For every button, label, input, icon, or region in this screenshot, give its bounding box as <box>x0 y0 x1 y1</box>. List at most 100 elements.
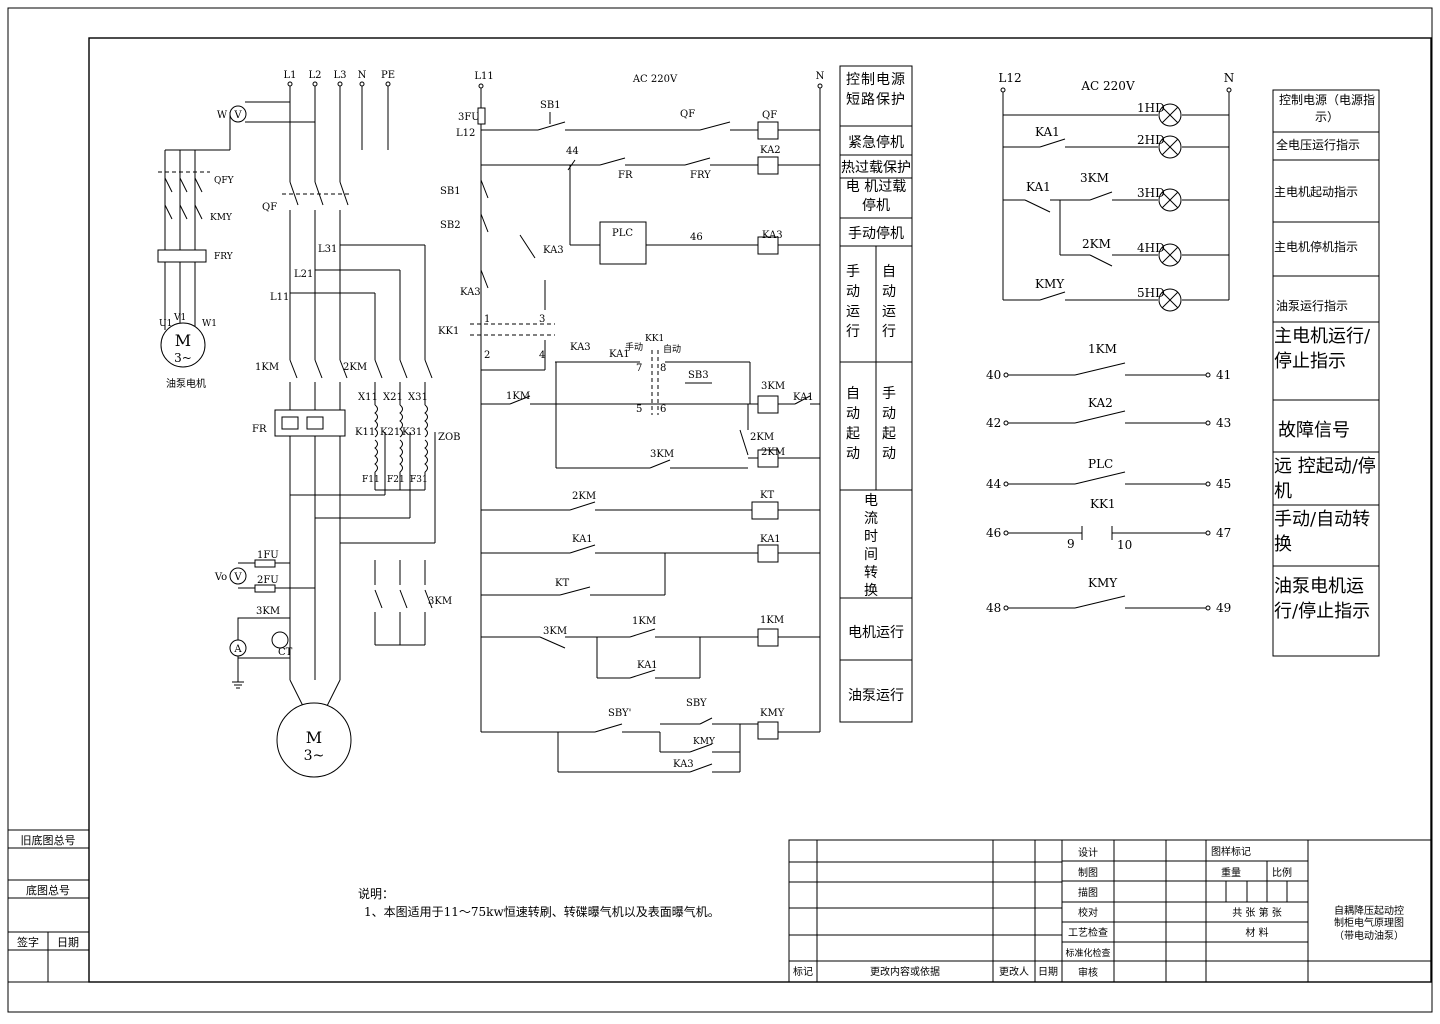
kk1-pin-3: 3 <box>539 314 545 325</box>
lamp2-contact-ka1: KA1 <box>1035 125 1060 139</box>
weight-label: 重量 <box>1221 866 1241 879</box>
kmy-self-contact: KMY <box>693 737 716 747</box>
function-manual-run: 手动运行 <box>846 264 860 340</box>
ka1-manual-contact: KA1 <box>609 349 630 360</box>
switch-pin-8: 8 <box>660 363 666 374</box>
power-3km-label: 3KM <box>428 596 452 607</box>
pump-terminal-v1: V1 <box>173 313 186 323</box>
tap-f21: F21 <box>387 475 405 485</box>
pump-motor-phase: 3~ <box>174 351 192 365</box>
ct-label: CT <box>278 647 293 658</box>
switch-auto-label: 自动 <box>663 343 681 355</box>
pump-motor-symbol <box>160 322 206 368</box>
terminal-40: 40 <box>986 368 1001 382</box>
power-1km-label: 1KM <box>255 362 279 373</box>
pump-terminal-w1: W1 <box>202 319 217 329</box>
tap-k11: K11 <box>355 427 375 438</box>
qf-contact-label: QF <box>680 109 695 120</box>
fr-contact-label: FR <box>618 170 633 181</box>
indicator-legend: 控制电源（电源指示） 全电压运行指示 主电机起动指示 主电机停机指示 油泵运行指… <box>1272 89 1380 657</box>
pump-motor-circuit: QFY KMY FRY U1 V1 W1 M 3~ 油泵电机 <box>157 112 235 390</box>
plc-contact-label: PLC <box>612 228 633 239</box>
bus-l21: L21 <box>294 269 313 280</box>
coil-1km-label: 1KM <box>760 615 784 626</box>
pump-fry-label: FRY <box>214 252 234 262</box>
lamp-3hd-label: 3HD <box>1137 186 1165 200</box>
lamp-2hd-label: 2HD <box>1137 133 1165 147</box>
3km-1km-contact: 3KM <box>543 626 567 637</box>
sign-process-check: 工艺检查 <box>1068 926 1108 939</box>
terminal-kk1-pin-10: 10 <box>1117 538 1132 552</box>
sb1-side-label: SB1 <box>440 186 461 197</box>
drawing-title-line-1: 自耦降压起动控 <box>1334 904 1404 917</box>
bus-l11: L11 <box>270 292 289 303</box>
3km-contact-label: 3KM <box>650 449 674 460</box>
1km-self-contact: 1KM <box>632 616 656 627</box>
sign-design: 设计 <box>1078 846 1098 859</box>
ka3-contact-label: KA3 <box>543 245 564 256</box>
terminal-row-48-49: 48 49 KMY <box>986 576 1231 615</box>
legend-control-power: 控制电源（电源指示） <box>1278 93 1375 124</box>
main-power-circuit: L1 L2 L3 N PE V W QF L31 L21 L11 <box>214 70 461 778</box>
sign-drafting: 制图 <box>1078 866 1098 879</box>
function-motor-overload-stop: 电 机过载停机 <box>845 179 907 214</box>
sby-prime-label: SBY' <box>608 708 631 719</box>
switch-pin-5: 5 <box>636 404 642 415</box>
node-46: 46 <box>690 232 703 243</box>
legend-motor-stop: 主电机停机指示 <box>1274 239 1358 254</box>
function-emergency-stop: 紧急停机 <box>848 134 904 151</box>
control-supply: AC 220V <box>632 74 678 85</box>
tap-k21: K21 <box>380 427 400 438</box>
kk1-pin-1: 1 <box>484 314 490 325</box>
coil-qf-label: QF <box>762 110 777 121</box>
tap-f11: F11 <box>362 475 380 485</box>
material-label: 材 料 <box>1245 926 1268 939</box>
function-current-time-switch: 电流时间转换 <box>864 493 878 598</box>
sb2-side-label: SB2 <box>440 220 461 231</box>
phase-l2: L2 <box>308 70 321 81</box>
revision-person: 更改人 <box>999 965 1029 978</box>
phase-n: N <box>358 70 367 81</box>
ka3-manual-contact: KA3 <box>570 342 591 353</box>
ka1-self-contact: KA1 <box>572 534 593 545</box>
tap-f31: F31 <box>410 475 428 485</box>
drawing-frame <box>7 7 1433 1013</box>
fuse-1fu-label: 1FU <box>257 550 279 561</box>
revision-mark: 标记 <box>793 966 813 978</box>
kk1-pin-2: 2 <box>484 350 490 361</box>
pump-kmy-label: KMY <box>210 213 233 223</box>
lamp-5hd-label: 5HD <box>1137 286 1165 300</box>
terminal-plc-label: PLC <box>1088 457 1113 471</box>
terminal-49: 49 <box>1216 601 1231 615</box>
terminal-42: 42 <box>986 416 1001 430</box>
sb1-top-label: SB1 <box>540 100 561 111</box>
legend-motor-run-stop: 主电机运行/停止指示 <box>1274 326 1371 372</box>
main-motor-phase: 3~ <box>304 748 325 764</box>
terminal-ka2-label: KA2 <box>1088 396 1113 410</box>
kk1-switch-label: KK1 <box>438 326 459 337</box>
lamp3-contact-3km: 3KM <box>1080 171 1109 185</box>
pump-motor-caption: 油泵电机 <box>166 377 206 390</box>
tap-k31: K31 <box>402 427 422 438</box>
ka3-kmy-contact: KA3 <box>673 759 694 770</box>
terminal-1km-label: 1KM <box>1088 342 1117 356</box>
ct-contact-3km: 3KM <box>256 606 280 617</box>
control-circuit: L11 AC 220V N 3FU L12 SB1 QF QF 44 FR FR… <box>438 71 825 773</box>
terminal-row-46-47: 46 47 KK1 9 10 <box>986 497 1231 552</box>
control-neutral: N <box>816 71 825 82</box>
legend-pump-running: 油泵运行指示 <box>1276 298 1348 313</box>
indicator-l12: L12 <box>998 71 1021 85</box>
lamp4-contact-2km: 2KM <box>1082 237 1111 251</box>
coil-kt-label: KT <box>760 490 774 501</box>
terminal-row-40-41: 40 41 1KM <box>986 342 1231 382</box>
sheet-count-label: 共 张 第 张 <box>1232 906 1282 919</box>
revision-content: 更改内容或依据 <box>870 965 940 978</box>
main-motor-symbol <box>276 702 352 778</box>
scale-label: 比例 <box>1272 866 1292 879</box>
legend-remote-start-stop: 远 控起动/停机 <box>1274 456 1376 502</box>
lamp-3hd: 3HD <box>1137 186 1182 212</box>
bus-l31: L31 <box>318 244 337 255</box>
legend-fault-signal: 故障信号 <box>1278 420 1350 441</box>
pump-terminal-u1: U1 <box>159 319 172 329</box>
